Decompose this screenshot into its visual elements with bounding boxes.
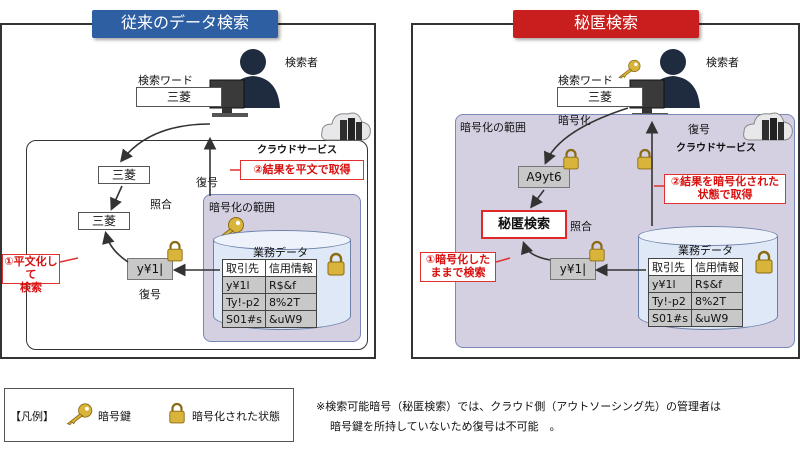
left-callout-plain-line1: ①平文化して bbox=[4, 255, 58, 281]
left-flow-arrows bbox=[59, 123, 240, 277]
table-cell: 8%2T bbox=[690, 292, 743, 310]
right-callout-encrypted-search: ①暗号化した ままで検索 bbox=[420, 252, 496, 282]
key-icon bbox=[66, 403, 93, 426]
padlock-icon bbox=[563, 148, 579, 170]
table-cell: &uW9 bbox=[264, 310, 317, 328]
left-search-word-box: 三菱 bbox=[136, 87, 222, 107]
left-db-title: 業務データ bbox=[253, 246, 308, 259]
left-match-box: 三菱 bbox=[78, 212, 130, 230]
key-icon bbox=[618, 59, 641, 79]
right-callout-result-line1: ②結果を暗号化された bbox=[670, 175, 780, 188]
left-encrypted-query-box: y¥1| bbox=[127, 258, 173, 280]
right-secret-search-box: 秘匿検索 bbox=[481, 210, 567, 239]
person-at-computer-icon bbox=[629, 49, 700, 117]
note-line2: 暗号鍵を所持していないため復号は不可能 。 bbox=[330, 420, 561, 433]
padlock-icon bbox=[637, 148, 653, 170]
right-panel-title: 秘匿検索 bbox=[513, 10, 699, 38]
padlock-icon bbox=[589, 240, 605, 262]
table-cell: S01#s bbox=[222, 310, 266, 328]
right-cloud-service-label: クラウドサービス bbox=[676, 143, 756, 154]
left-callout-plain-line2: 検索 bbox=[20, 281, 42, 294]
table-cell: Ty!-p2 bbox=[222, 293, 266, 311]
left-search-word-label: 検索ワード bbox=[138, 74, 193, 87]
padlock-icon bbox=[327, 252, 345, 276]
right-searcher-label: 検索者 bbox=[706, 56, 739, 69]
legend-label: 【凡例】 bbox=[10, 410, 54, 423]
table-cell: &uW9 bbox=[690, 309, 743, 327]
table-header: 取引先 bbox=[222, 259, 266, 277]
table-header: 取引先 bbox=[648, 258, 692, 276]
left-encryption-scope-label: 暗号化の範囲 bbox=[209, 201, 275, 214]
left-cloud-service-label: クラウドサービス bbox=[257, 145, 337, 156]
table-cell: y¥1l bbox=[222, 276, 266, 294]
cloud-server-icon bbox=[743, 112, 793, 141]
right-search-word-box: 三菱 bbox=[557, 87, 643, 107]
left-callout-result: ②結果を平文で取得 bbox=[240, 160, 364, 180]
left-searcher-label: 検索者 bbox=[285, 56, 318, 69]
left-callout-result-text: ②結果を平文で取得 bbox=[253, 163, 351, 176]
right-encrypted-word-box: A9yt6 bbox=[518, 166, 570, 188]
table-cell: S01#s bbox=[648, 309, 692, 327]
database-cylinder-icon bbox=[638, 226, 778, 246]
legend bbox=[4, 388, 294, 442]
note-line1: ※検索可能暗号（秘匿検索）では、クラウド側（アウトソーシング先）の管理者は bbox=[316, 400, 721, 413]
padlock-icon bbox=[755, 250, 773, 274]
left-match-label: 照合 bbox=[150, 198, 172, 211]
left-callout-plaintext-search: ①平文化して 検索 bbox=[2, 254, 60, 294]
left-decrypt-bottom-label: 復号 bbox=[139, 288, 161, 301]
right-flow-arrows bbox=[495, 107, 664, 277]
right-encrypt-label: 暗号化 bbox=[558, 114, 591, 127]
left-panel-title: 従来のデータ検索 bbox=[92, 10, 278, 38]
legend-lock-text: 暗号化された状態 bbox=[192, 410, 280, 423]
left-decrypt-top-label: 復号 bbox=[196, 176, 218, 189]
right-search-word-label: 検索ワード bbox=[558, 74, 613, 87]
left-result-box: 三菱 bbox=[98, 166, 150, 184]
right-encrypted-query-box: y¥1| bbox=[550, 258, 596, 280]
cloud-server-icon bbox=[321, 112, 371, 141]
right-callout-result: ②結果を暗号化された 状態で取得 bbox=[664, 174, 786, 204]
right-callout-search-line1: ①暗号化した bbox=[425, 253, 491, 266]
right-match-label: 照合 bbox=[570, 220, 592, 233]
right-callout-search-line2: ままで検索 bbox=[430, 266, 486, 279]
right-callout-result-line2: 状態で取得 bbox=[697, 188, 753, 201]
left-cloud-frame bbox=[26, 140, 368, 350]
table-cell: R$&f bbox=[264, 276, 317, 294]
right-decrypt-label: 復号 bbox=[688, 123, 710, 136]
right-db-title: 業務データ bbox=[678, 244, 733, 257]
table-header: 信用情報 bbox=[264, 259, 317, 277]
database-cylinder-icon bbox=[213, 230, 351, 250]
padlock-icon bbox=[169, 402, 185, 424]
table-cell: 8%2T bbox=[264, 293, 317, 311]
legend-key-text: 暗号鍵 bbox=[98, 410, 131, 423]
padlock-icon bbox=[167, 240, 183, 262]
right-encryption-scope-label: 暗号化の範囲 bbox=[460, 121, 526, 134]
